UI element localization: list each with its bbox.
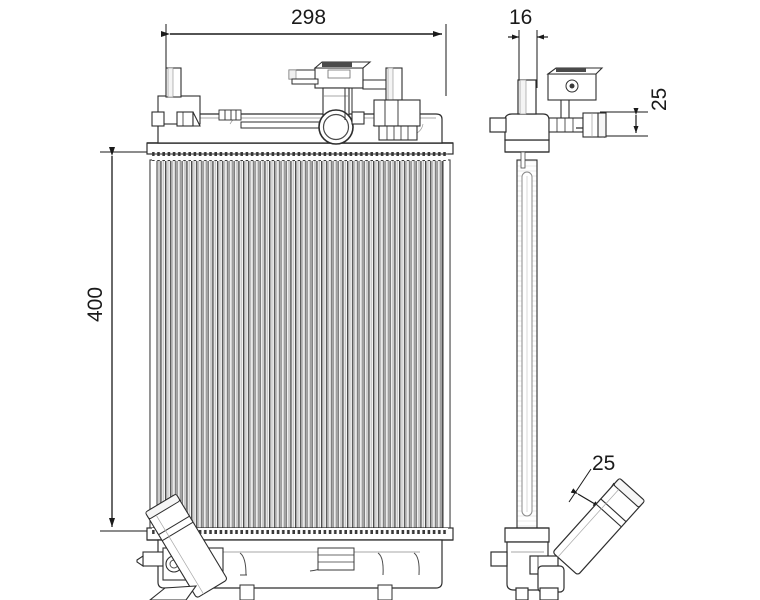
dimension-label-inlet: 25 (648, 87, 671, 111)
dimension-label-depth: 16 (509, 6, 533, 29)
dimension-inlet-25 (600, 108, 648, 137)
radiator-core-side (516, 159, 538, 529)
dimension-label-width: 298 (291, 6, 327, 29)
top-header-plate (146, 142, 454, 161)
top-left-mounting-bracket (151, 67, 201, 127)
radiator-core-front (149, 159, 451, 529)
filler-cap-assembly (313, 61, 398, 145)
outlet-hose-side (553, 478, 645, 575)
filler-cap-side (546, 67, 604, 133)
dimension-height-400 (100, 147, 150, 532)
front-view-radiator (136, 61, 454, 600)
dimension-label-height: 400 (84, 286, 107, 322)
top-header-side (504, 139, 550, 169)
bottom-tank-side (490, 541, 565, 600)
inlet-pipe-side (576, 112, 607, 138)
bottom-header-side (504, 527, 550, 543)
bottom-tank-front (157, 539, 443, 600)
dimension-label-outlet: 25 (592, 452, 616, 475)
top-tank-side (489, 79, 550, 141)
bleed-nipple (288, 69, 319, 85)
side-view-radiator (489, 67, 645, 600)
bottom-left-outlet-front (136, 494, 228, 600)
tank-clip-detail (218, 109, 242, 121)
top-right-fitting (373, 67, 421, 141)
